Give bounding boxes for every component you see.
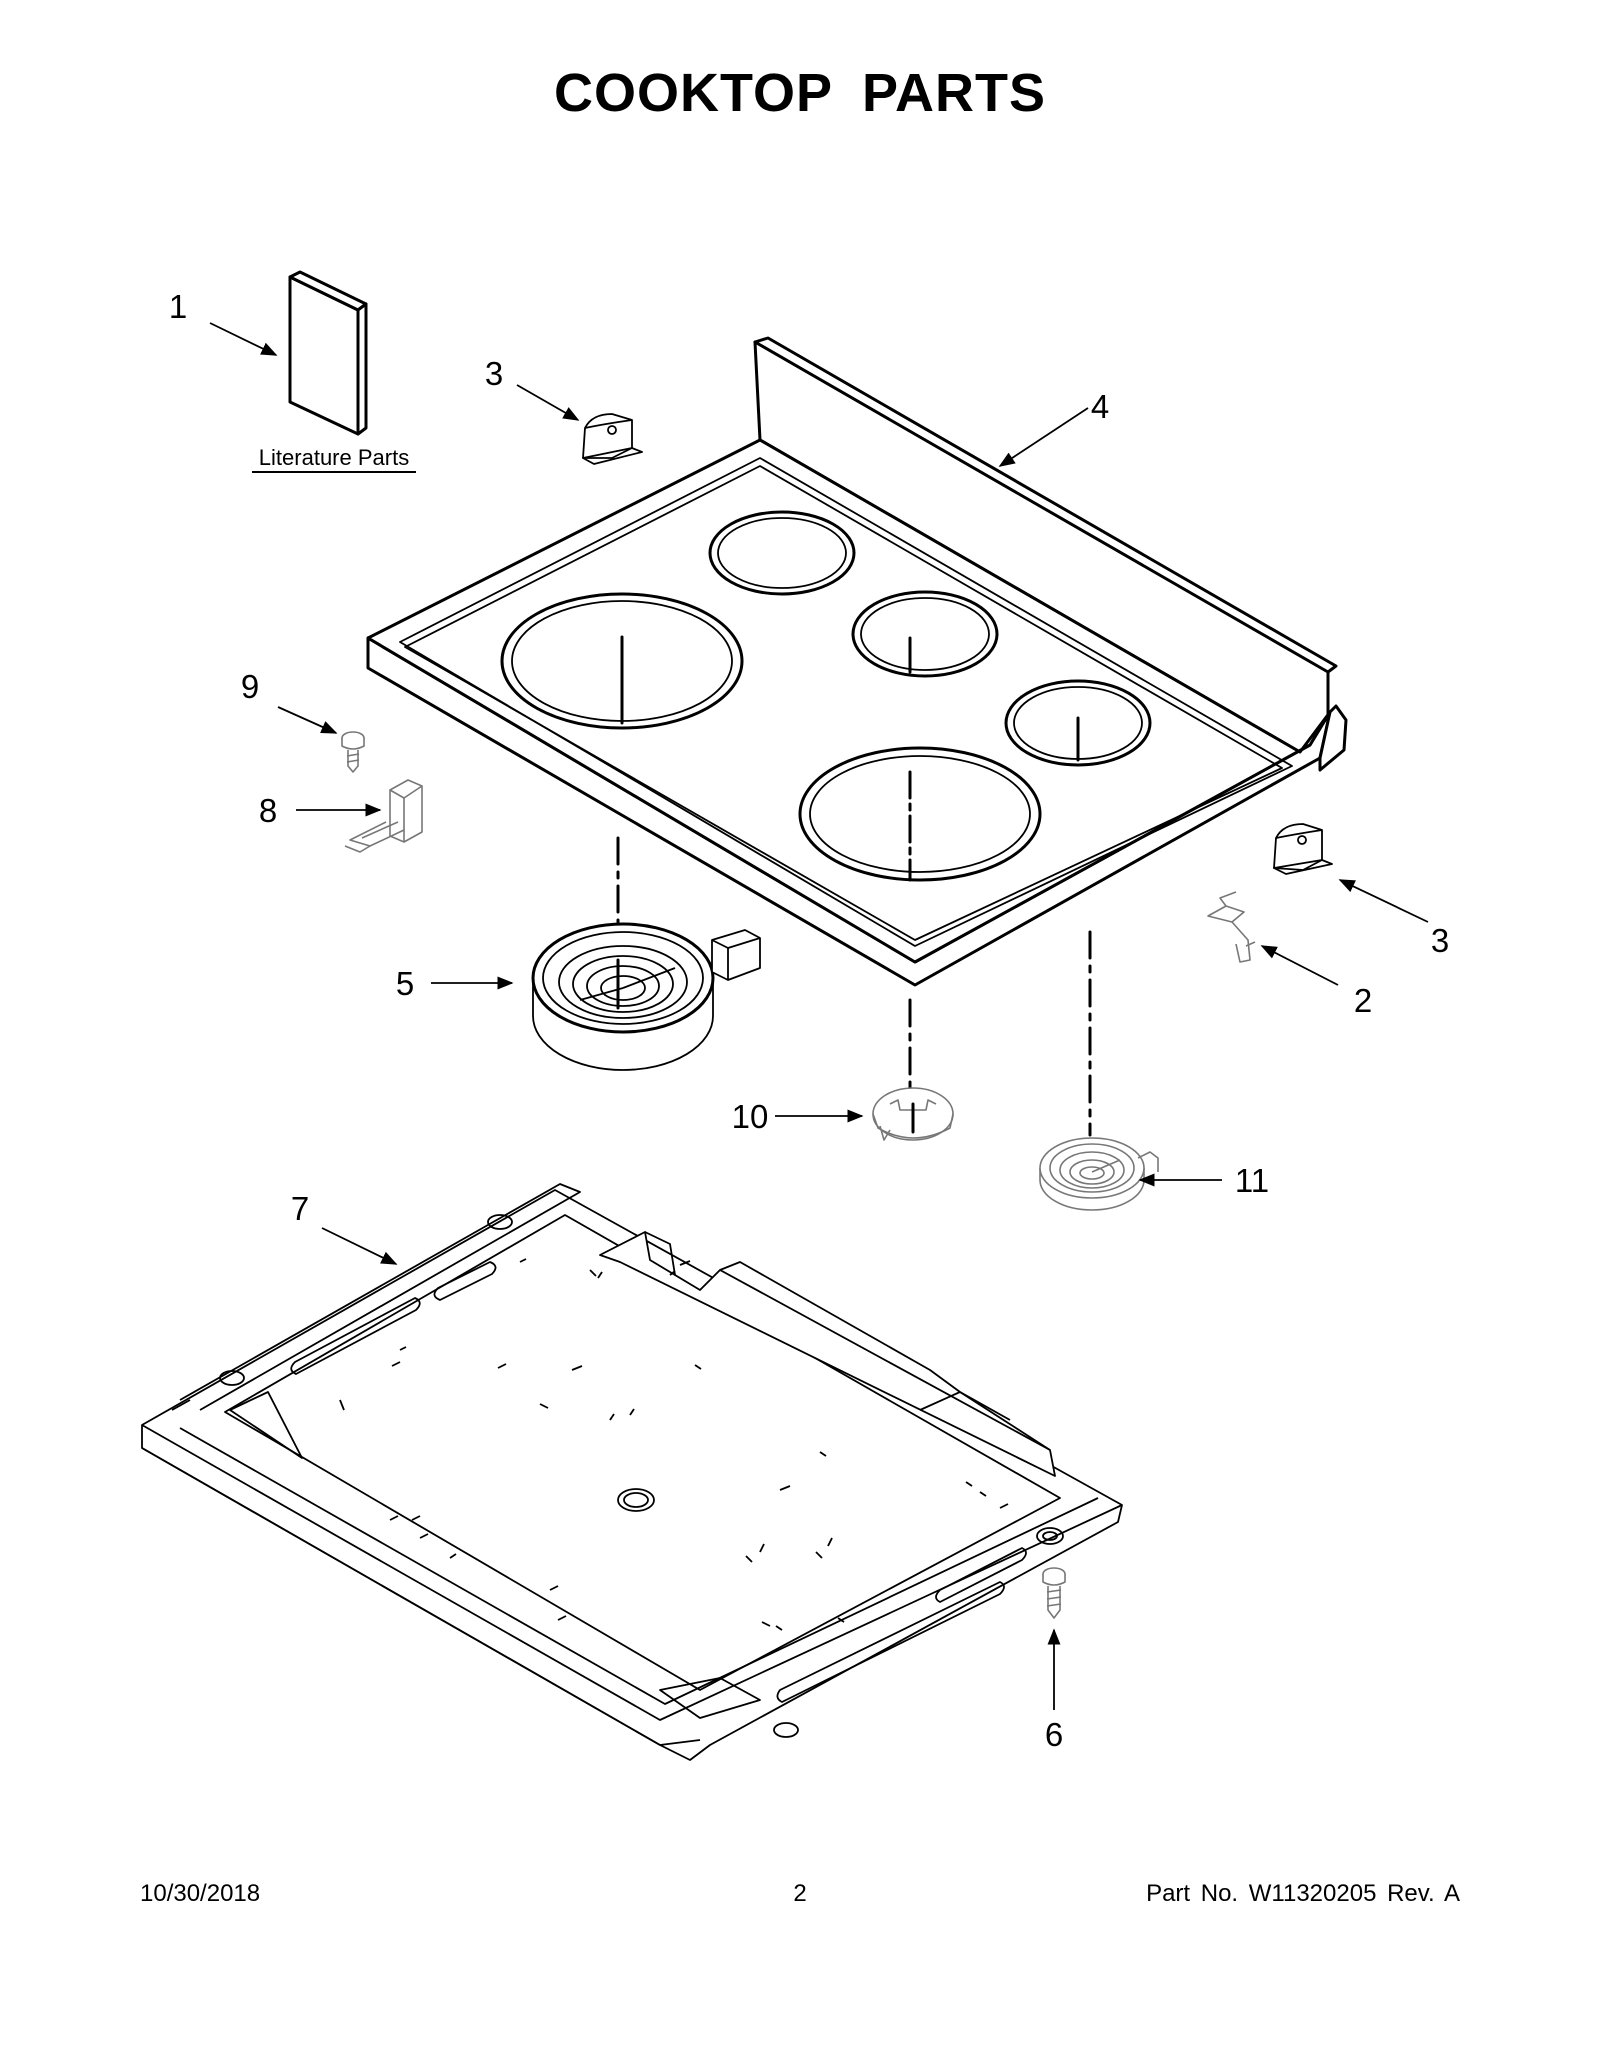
hole-cover-part-10 — [872, 1087, 954, 1141]
cooktop-box-frame — [141, 1183, 1123, 1761]
screw-part-9 — [341, 731, 365, 773]
callout-10: 10 — [732, 1098, 769, 1135]
small-radiant-element — [1039, 1137, 1159, 1211]
callout-8: 8 — [259, 792, 277, 829]
clip-bracket-part-8 — [344, 779, 423, 853]
callout-2: 2 — [1354, 982, 1372, 1019]
literature-booklet — [288, 270, 368, 436]
callout-9: 9 — [241, 668, 259, 705]
spring-clip-part-2 — [1207, 891, 1256, 963]
callout-3a: 3 — [485, 355, 503, 392]
callout-4: 4 — [1091, 388, 1109, 425]
callout-7: 7 — [291, 1190, 309, 1227]
literature-parts-label: Literature Parts — [259, 445, 409, 470]
callout-5: 5 — [396, 965, 414, 1002]
callout-arrow-4 — [998, 407, 1089, 467]
cooktop-main-top — [366, 336, 1348, 987]
callout-arrow-7 — [321, 1227, 398, 1265]
cooktop-bracket-right — [1273, 823, 1333, 875]
large-radiant-element — [531, 922, 761, 1071]
callout-arrow-3a — [516, 384, 580, 421]
callout-1: 1 — [169, 288, 187, 325]
callout-11: 11 — [1235, 1162, 1269, 1199]
callout-arrow-2 — [1260, 945, 1339, 986]
callout-arrow-9 — [277, 706, 338, 734]
page-title: COOKTOP PARTS — [553, 63, 1047, 123]
footer-part-number: Part No. W11320205 Rev. A — [1146, 1880, 1460, 1907]
callout-3b: 3 — [1431, 922, 1449, 959]
cooktop-bracket-left — [582, 413, 643, 465]
callout-arrow-3b — [1338, 879, 1429, 923]
callout-6: 6 — [1045, 1716, 1063, 1753]
footer-date: 10/30/2018 — [140, 1880, 261, 1907]
screw-part-6 — [1042, 1567, 1066, 1619]
footer-page-number: 2 — [793, 1880, 807, 1907]
callout-arrow-1 — [209, 322, 278, 356]
